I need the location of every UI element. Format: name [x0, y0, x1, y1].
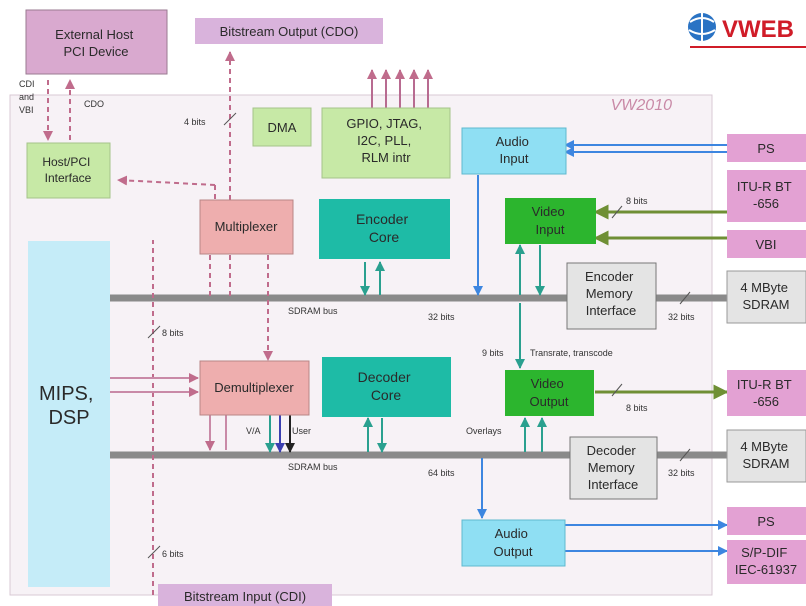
sdram-bus-dec-label: SDRAM bus — [288, 462, 338, 472]
demultiplexer-block — [199, 360, 310, 416]
audio-output-label: Audio Output — [493, 526, 532, 559]
thirty-two-a-label: 32 bits — [428, 312, 455, 322]
and-label: and — [19, 92, 34, 102]
itu-in-label: ITU-R BT -656 — [737, 179, 795, 211]
vbi-small-label: VBI — [19, 105, 34, 115]
gpio-label: GPIO, JTAG, I2C, PLL, RLM intr — [346, 116, 425, 165]
encoder-memory-label: Encoder Memory Interface — [585, 269, 637, 318]
encoder-core-label: Encoder Core — [356, 211, 412, 245]
mips-connectors — [110, 373, 227, 451]
external-host-label: External Host PCI Device — [55, 27, 137, 59]
vbi-box — [727, 230, 806, 258]
user-label: User — [292, 426, 311, 436]
multiplexer-block — [199, 199, 294, 255]
decoder-memory-block — [569, 436, 658, 500]
itu-out-box — [727, 370, 806, 416]
sdram-dec-label: 4 MByte SDRAM — [740, 439, 791, 471]
bitstream-input-box — [158, 584, 332, 606]
va-label: V/A — [246, 426, 261, 436]
chip-label: VW2010 — [611, 97, 672, 114]
eight-bits-b-label: 8 bits — [626, 196, 648, 206]
thirty-two-c-label: 32 bits — [668, 468, 695, 478]
decoder-core-label: Decoder Core — [358, 369, 415, 403]
ps-out-label: PS — [757, 514, 775, 529]
gpio-block — [321, 107, 451, 179]
decoder-core-block — [322, 357, 451, 417]
sdram-enc-box — [726, 270, 806, 324]
video-output-label: Video Output — [529, 376, 568, 409]
gpio-pins — [367, 69, 433, 108]
cdi-label: CDI — [19, 79, 35, 89]
dma-label: DMA — [268, 120, 297, 135]
host-pci-label: Host/PCI Interface — [42, 155, 93, 185]
video-input-label: Video Input — [532, 204, 569, 237]
sdram-enc-label: 4 MByte SDRAM — [740, 280, 791, 312]
external-host-box — [25, 9, 168, 75]
audio-output-block — [461, 519, 566, 567]
sixty-four-label: 64 bits — [428, 468, 455, 478]
sdram-bus-enc-label: SDRAM bus — [288, 306, 338, 316]
dashed-connectors — [43, 51, 273, 595]
demultiplexer-label: Demultiplexer — [214, 380, 294, 395]
ps-in-box — [727, 134, 806, 162]
ps-out-box — [727, 507, 806, 535]
bitstream-input-label: Bitstream Input (CDI) — [184, 589, 306, 604]
eight-bits-c-label: 8 bits — [626, 403, 648, 413]
bitstream-output-label: Bitstream Output (CDO) — [220, 24, 359, 39]
multiplexer-label: Multiplexer — [215, 219, 279, 234]
cdo-label: CDO — [84, 99, 104, 109]
four-bits-label: 4 bits — [184, 117, 206, 127]
encoder-memory-block — [566, 262, 657, 330]
spdif-box — [727, 540, 806, 584]
host-pci-block — [26, 142, 111, 199]
nine-bits-label: 9 bits — [482, 348, 504, 358]
dma-block — [252, 107, 312, 147]
eight-bits-a-label: 8 bits — [162, 328, 184, 338]
logo-text: VWEB — [722, 16, 794, 43]
thirty-two-b-label: 32 bits — [668, 312, 695, 322]
audio-input-label: Audio Input — [496, 134, 533, 166]
bitstream-output-box — [195, 18, 383, 44]
spdif-label: S/P-DIF IEC-61937 — [735, 545, 797, 577]
video-input-block — [505, 198, 596, 244]
audio-input-block — [461, 127, 567, 175]
video-output-block — [505, 370, 594, 416]
overlays-label: Overlays — [466, 426, 502, 436]
mips-dsp-block — [28, 241, 110, 587]
ps-in-label: PS — [757, 141, 775, 156]
connection-labels: CDI and VBI CDO 4 bits 8 bits 6 bits SDR… — [19, 79, 695, 559]
vbi-label: VBI — [756, 237, 777, 252]
itu-in-box — [727, 170, 806, 222]
encoder-core-block — [319, 199, 450, 259]
mips-dsp-label: MIPS, DSP — [39, 383, 99, 429]
vweb-logo: VWEB — [688, 13, 806, 48]
bit-slashes — [147, 112, 691, 559]
transrate-label: Transrate, transcode — [530, 348, 613, 358]
sdram-dec-box — [726, 429, 806, 483]
six-bits-label: 6 bits — [162, 549, 184, 559]
decoder-memory-label: Decoder Memory Interface — [587, 443, 640, 492]
itu-out-label: ITU-R BT -656 — [737, 377, 795, 409]
